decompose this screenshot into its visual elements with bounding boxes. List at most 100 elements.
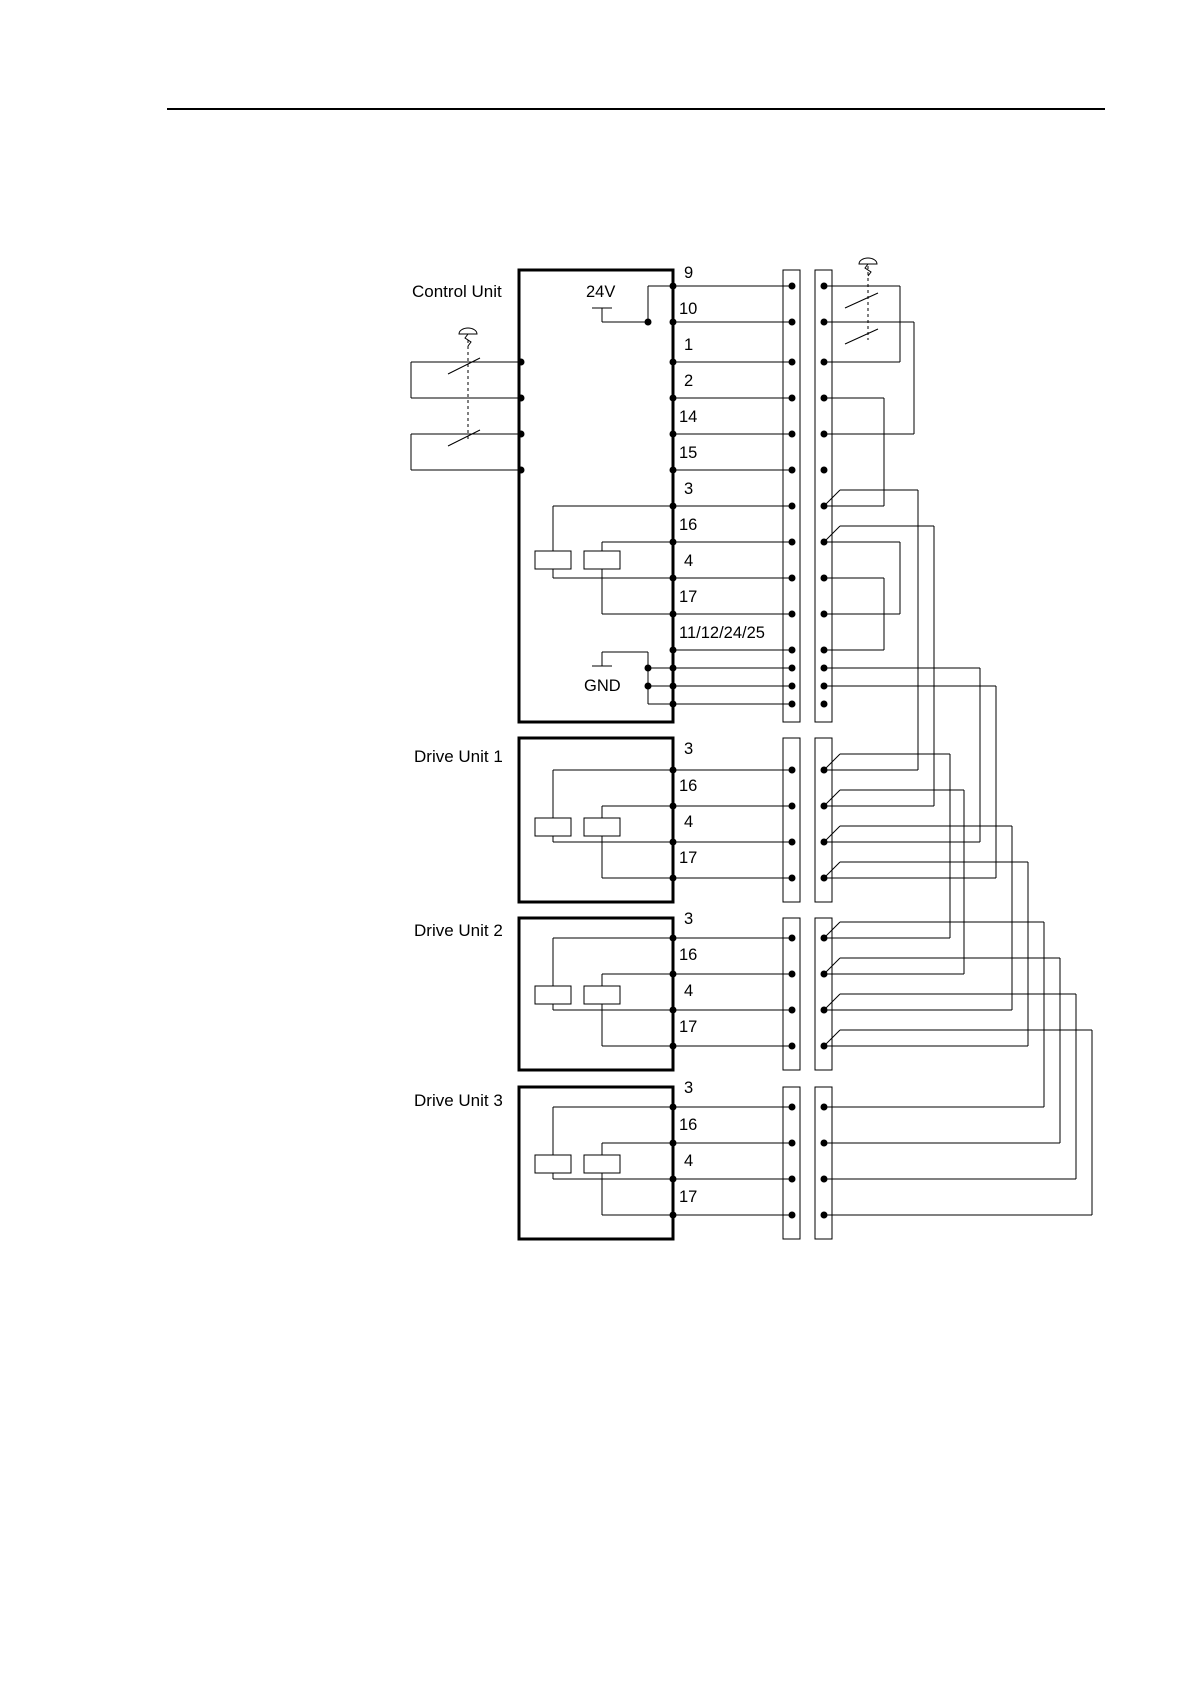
cu-pin-common: 11/12/24/25 [679, 624, 765, 642]
du-pin-dot [670, 839, 677, 846]
terminal-dot-left [789, 467, 796, 474]
terminal-dot-right [821, 575, 828, 582]
du-relay-coil-b [584, 818, 620, 836]
du2-pin-16: 16 [679, 946, 697, 964]
control-unit-box [519, 270, 673, 722]
du2-pin-4: 4 [684, 982, 693, 1000]
cu-pin-dot [670, 539, 677, 546]
terminal-dot-left [789, 575, 796, 582]
terminal-dot-left [789, 875, 796, 882]
terminal-dot-left [789, 1140, 796, 1147]
du-pin-dot [670, 803, 677, 810]
terminal-dot-right [821, 935, 828, 942]
terminal-dot-right [821, 665, 828, 672]
cu-pin-dot [670, 395, 677, 402]
cu-pin-16: 16 [679, 516, 697, 534]
cu-pin-1: 1 [684, 336, 693, 354]
right-emergency-stop [824, 258, 914, 434]
terminal-dot-right [821, 971, 828, 978]
terminal-dot-right [821, 701, 828, 708]
terminal-dot-right [821, 431, 828, 438]
du1-pin-3: 3 [684, 740, 693, 758]
terminal-dot-right [821, 467, 828, 474]
du-pin-dot [670, 935, 677, 942]
terminal-dot-left [789, 803, 796, 810]
du-pin-dot [670, 1007, 677, 1014]
du-relay-coil-b [584, 986, 620, 1004]
cu-pin-dot [670, 467, 677, 474]
control-unit-label: Control Unit [412, 282, 502, 301]
du-pin-dot [670, 971, 677, 978]
terminal-dot-left [789, 767, 796, 774]
terminal-dot-left [789, 971, 796, 978]
terminal-dot-right [821, 319, 828, 326]
terminal-dot-left [789, 611, 796, 618]
cu-pin-9: 9 [684, 264, 693, 282]
du3-pin-16: 16 [679, 1116, 697, 1134]
cu-relay-coils [535, 506, 673, 614]
terminal-dot-right [821, 395, 828, 402]
terminal-dot-left [789, 683, 796, 690]
terminal-dot-left [789, 1043, 796, 1050]
terminal-dot-right [821, 1104, 828, 1111]
terminal-dot-right [821, 875, 828, 882]
drive-unit-2-label: Drive Unit 2 [414, 921, 503, 940]
du-pin-dot [670, 1104, 677, 1111]
cu-pin-15: 15 [679, 444, 697, 462]
du-pin-dot [670, 1212, 677, 1219]
cu-pin-dot [670, 683, 677, 690]
du1-pin-4: 4 [684, 813, 693, 831]
terminal-dot-right [821, 1176, 828, 1183]
cu-pin-14: 14 [679, 408, 697, 426]
terminal-dot-left [789, 1007, 796, 1014]
cu-pin-dot [670, 503, 677, 510]
terminal-dot-left [789, 503, 796, 510]
cu-pin-17: 17 [679, 588, 697, 606]
du-relay-coil-a [535, 818, 571, 836]
terminal-dot-right [821, 359, 828, 366]
terminal-dot-right [821, 803, 828, 810]
du1-pin-17: 17 [679, 849, 697, 867]
cu-pin-dot [670, 647, 677, 654]
terminal-dot-left [789, 1212, 796, 1219]
terminal-dot-left [789, 701, 796, 708]
terminal-dot-left [789, 1176, 796, 1183]
du3-pin-17: 17 [679, 1188, 697, 1206]
left-emergency-stop [411, 328, 519, 470]
cu-pin-dot [670, 319, 677, 326]
terminal-dot-left [789, 319, 796, 326]
terminal-dot-left [789, 283, 796, 290]
terminal-dot-right [821, 539, 828, 546]
du-relay-coil-a [535, 986, 571, 1004]
cu-pin-dot [670, 701, 677, 708]
terminal-dot-right [821, 611, 828, 618]
du-pin-dot [670, 875, 677, 882]
cu-terminal-strip-right [815, 270, 832, 722]
terminal-dot-right [821, 503, 828, 510]
drive-unit-3-label: Drive Unit 3 [414, 1091, 503, 1110]
du-pin-dot [670, 1176, 677, 1183]
du-pin-dot [670, 1043, 677, 1050]
du-pin-dot [670, 1140, 677, 1147]
power-label: 24V [586, 283, 615, 301]
terminal-dot-left [789, 395, 796, 402]
terminal-dot-left [789, 1104, 796, 1111]
du3-pin-3: 3 [684, 1079, 693, 1097]
terminal-dot-right [821, 683, 828, 690]
terminal-dot-right [821, 839, 828, 846]
du2-pin-17: 17 [679, 1018, 697, 1036]
cu-pin-3: 3 [684, 480, 693, 498]
terminal-dot-right [821, 1007, 828, 1014]
du-relay-coil-b [584, 1155, 620, 1173]
cu-pin-dot [670, 575, 677, 582]
terminal-dot-right [821, 1212, 828, 1219]
cu-pin-dot [670, 359, 677, 366]
terminal-dot-left [789, 935, 796, 942]
cu-pin-dot [670, 283, 677, 290]
cu-terminal-strip-left [783, 270, 800, 722]
du-relay-coil-a [535, 1155, 571, 1173]
cu-pin-dot [670, 665, 677, 672]
terminal-dot-right [821, 767, 828, 774]
terminal-dot-left [789, 359, 796, 366]
